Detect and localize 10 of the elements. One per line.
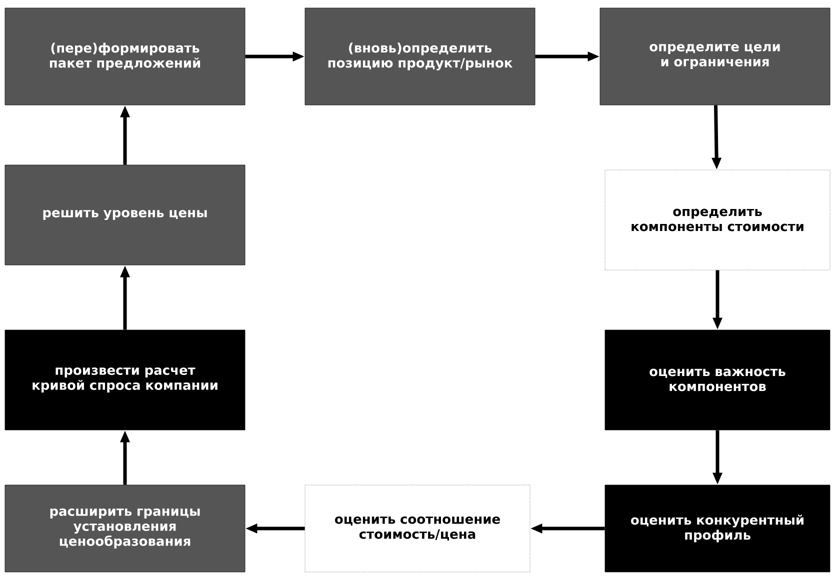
process-box: решить уровень цены: [4, 164, 246, 266]
process-box: оценить соотношение стоимость/цена: [304, 484, 530, 572]
process-box: расширить границы установления ценообразования: [4, 484, 246, 572]
process-box: произвести расчет кривой спроса компании: [4, 330, 246, 430]
process-box: оценить важность компонентов: [604, 330, 830, 430]
process-box: оценить конкурентный профиль: [604, 484, 830, 572]
process-box: (вновь)определить позицию продукт/рынок: [304, 8, 536, 106]
process-box: (пере)формировать пакет предложений: [4, 8, 246, 106]
process-box: определите цели и ограничения: [600, 8, 830, 106]
process-box: определить компоненты стоимости: [604, 170, 830, 270]
